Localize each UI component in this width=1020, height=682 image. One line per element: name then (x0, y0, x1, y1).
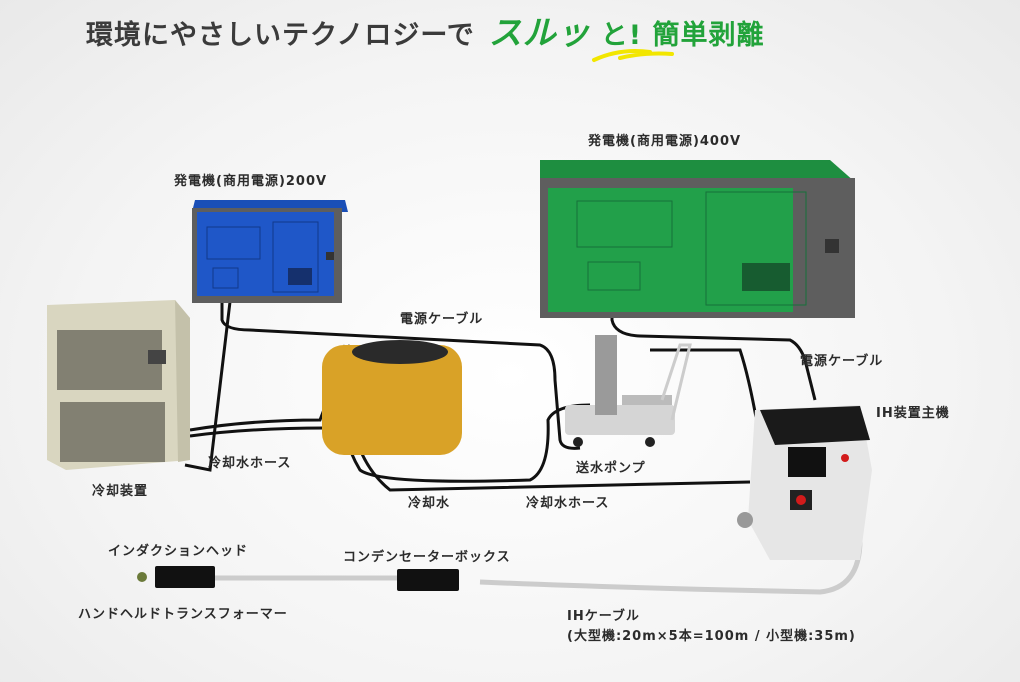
label-water-pump: 送水ポンプ (576, 461, 646, 476)
headline: 環境にやさしいテクノロジーでスルッと! 簡単剥離 (86, 6, 764, 54)
label-handheld-transformer: ハンドヘルドトランスフォーマー (78, 607, 288, 622)
label-condenser-box: コンデンセーターボックス (343, 550, 511, 565)
headline-prefix: 環境にやさしいテクノロジーで (86, 20, 475, 51)
label-cooling-hose-2: 冷却水ホース (526, 496, 610, 511)
label-ih-cable-spec: (大型機:20m×5本=100m / 小型機:35m) (567, 629, 856, 644)
label-ih-cable-title: IHケーブル (567, 609, 640, 624)
label-generator-200v: 発電機(商用電源)200V (174, 174, 328, 189)
headline-suffix: と! 簡単剥離 (600, 20, 765, 51)
label-generator-400v: 発電機(商用電源)400V (588, 134, 742, 149)
headline-emphasis: スルッ (488, 13, 591, 52)
generator-200v (192, 200, 348, 303)
condenser-box (397, 569, 459, 591)
water-tank (322, 340, 462, 455)
water-pump (565, 335, 692, 447)
label-power-cable-2: 電源ケーブル (800, 354, 884, 369)
handheld-transformer (137, 566, 215, 588)
label-power-cable-1: 電源ケーブル (400, 312, 484, 327)
highlight-underline (592, 49, 674, 62)
ih-main-unit (737, 405, 872, 560)
label-cooling-unit: 冷却装置 (92, 484, 149, 499)
label-cooling-water: 冷却水 (408, 496, 451, 511)
label-induction-head: インダクションヘッド (108, 544, 249, 559)
cooling-unit (47, 300, 190, 470)
label-ih-main-unit: IH装置主機 (876, 406, 950, 421)
generator-400v (540, 160, 855, 318)
label-cooling-hose-1: 冷却水ホース (208, 456, 292, 471)
